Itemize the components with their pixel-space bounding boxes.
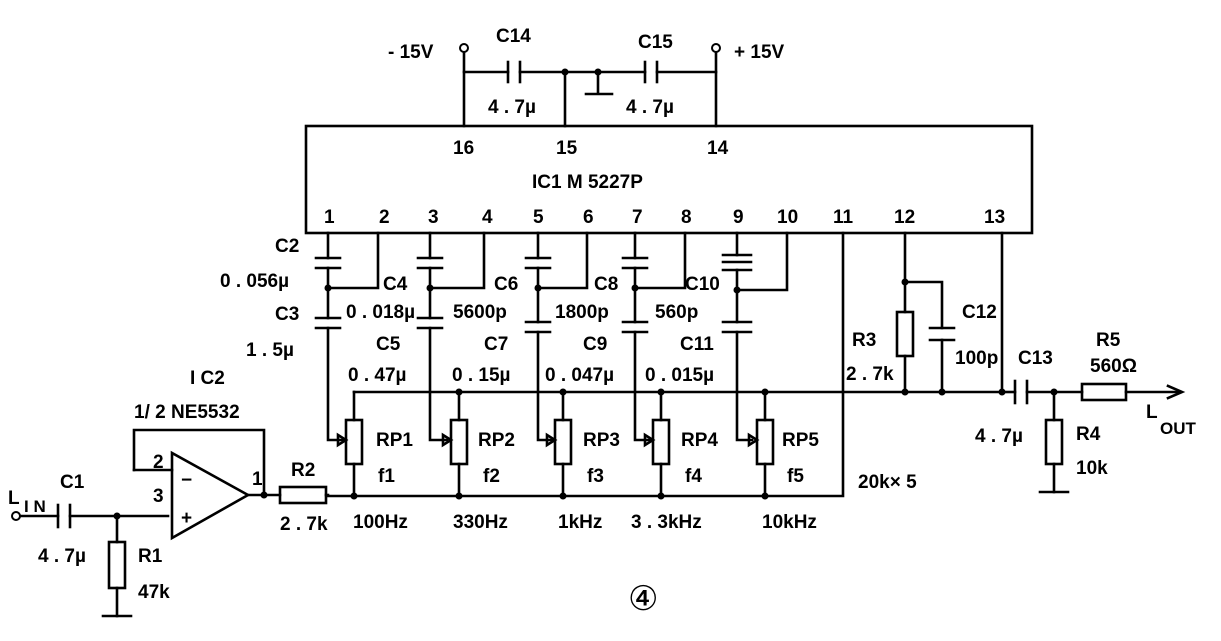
c7-name: C7 bbox=[484, 334, 508, 355]
c5-value: 0 . 47µ bbox=[348, 365, 406, 386]
rp5-name: RP5 bbox=[782, 430, 819, 451]
ic1-pin-2: 2 bbox=[379, 207, 390, 228]
neg-supply-terminal bbox=[459, 43, 469, 53]
rp2-freq: 330Hz bbox=[453, 512, 508, 533]
ic1-pin-16: 16 bbox=[453, 138, 474, 159]
terminals bbox=[11, 43, 721, 521]
rp2-f: f2 bbox=[483, 466, 500, 487]
components bbox=[56, 60, 1128, 590]
r4-value: 10k bbox=[1076, 458, 1108, 479]
r4-name: R4 bbox=[1076, 424, 1101, 445]
rp1-name: RP1 bbox=[376, 430, 413, 451]
ic1-pin-3: 3 bbox=[428, 207, 439, 228]
rp3-f: f3 bbox=[587, 466, 604, 487]
c2-name: C2 bbox=[275, 236, 299, 257]
c3-name: C3 bbox=[275, 304, 299, 325]
ic1-pin-6: 6 bbox=[583, 207, 594, 228]
rp5-freq: 10kHz bbox=[762, 512, 817, 533]
c15-name: C15 bbox=[638, 32, 673, 53]
c11-name: C11 bbox=[680, 334, 714, 355]
rp3-name: RP3 bbox=[583, 430, 620, 451]
c14-name: C14 bbox=[496, 26, 531, 47]
rp1-f: f1 bbox=[378, 466, 395, 487]
c1-name: C1 bbox=[60, 472, 85, 493]
c2-value: 0 . 056µ bbox=[220, 271, 289, 292]
r5-value: 560Ω bbox=[1090, 356, 1137, 377]
rp1-freq: 100Hz bbox=[353, 512, 408, 533]
neg-supply-label: - 15V bbox=[388, 42, 434, 63]
ic1-pin-15: 15 bbox=[556, 138, 578, 159]
ic2-line1: I C2 bbox=[190, 368, 225, 389]
c6-value: 5600p bbox=[453, 302, 507, 323]
ic2-pin-minus: 2 bbox=[153, 452, 164, 473]
c1-value: 4 . 7µ bbox=[38, 546, 86, 567]
junctions bbox=[113, 68, 1058, 520]
c4-value: 0 . 018µ bbox=[346, 302, 415, 323]
ic1-pin-12: 12 bbox=[894, 207, 915, 228]
r1-name: R1 bbox=[138, 546, 163, 567]
ic1-label: IC1 M 5227P bbox=[532, 172, 643, 193]
r1-value: 47k bbox=[138, 582, 170, 603]
rp5-f: f5 bbox=[787, 466, 804, 487]
ic1-pin-9: 9 bbox=[733, 207, 744, 228]
output-label: L bbox=[1146, 402, 1158, 423]
labels: - 15V + 15V C14 4 . 7µ C15 4 . 7µ 16 15 … bbox=[8, 26, 1197, 618]
r5-name: R5 bbox=[1096, 330, 1121, 351]
figure-number: ④ bbox=[628, 580, 658, 618]
ic1-pin-8: 8 bbox=[681, 207, 692, 228]
c8-value: 1800p bbox=[555, 302, 609, 323]
pos-supply-label: + 15V bbox=[734, 42, 785, 63]
r2-value: 2 . 7k bbox=[280, 514, 328, 535]
r3-value: 2 . 7k bbox=[846, 364, 894, 385]
ic1-pin-5: 5 bbox=[533, 207, 544, 228]
c13-name: C13 bbox=[1018, 348, 1053, 369]
r3-name: R3 bbox=[852, 330, 876, 351]
c11-value: 0 . 015µ bbox=[645, 365, 714, 386]
ic2-pin-plus: 3 bbox=[153, 486, 164, 507]
input-terminal bbox=[11, 511, 21, 521]
c5-name: C5 bbox=[376, 334, 401, 355]
ic1-pin-11: 11 bbox=[833, 207, 854, 228]
rp2-name: RP2 bbox=[478, 430, 515, 451]
c8-name: C8 bbox=[594, 274, 618, 295]
c14-value: 4 . 7µ bbox=[488, 97, 536, 118]
ic2-minus-sign: − bbox=[181, 470, 192, 491]
rp4-freq: 3 . 3kHz bbox=[631, 512, 702, 533]
rp4-f: f4 bbox=[685, 466, 702, 487]
input-label: L bbox=[8, 488, 20, 509]
ic1-pin-10: 10 bbox=[777, 207, 798, 228]
c9-value: 0 . 047µ bbox=[545, 365, 614, 386]
c4-name: C4 bbox=[383, 274, 408, 295]
c9-name: C9 bbox=[583, 334, 607, 355]
c6-name: C6 bbox=[494, 274, 518, 295]
r2-name: R2 bbox=[291, 460, 315, 481]
input-label-sub: I N bbox=[24, 497, 46, 516]
c15-value: 4 . 7µ bbox=[626, 97, 674, 118]
c13-value: 4 . 7µ bbox=[975, 426, 1023, 447]
ic2-line2: 1/ 2 NE5532 bbox=[134, 402, 240, 423]
ic1-pin-1: 1 bbox=[324, 207, 335, 228]
ic2-pin-out: 1 bbox=[252, 469, 263, 490]
c3-value: 1 . 5µ bbox=[246, 340, 294, 361]
ic1-body bbox=[304, 124, 1034, 235]
rp3-freq: 1kHz bbox=[558, 512, 602, 533]
ic1-pin-7: 7 bbox=[632, 207, 643, 228]
c12-name: C12 bbox=[962, 302, 997, 323]
rp4-name: RP4 bbox=[681, 430, 718, 451]
pot-note: 20k× 5 bbox=[858, 472, 917, 493]
ic1-pin-14: 14 bbox=[707, 138, 729, 159]
output-label-sub: OUT bbox=[1160, 419, 1197, 438]
c10-value: 560p bbox=[655, 302, 698, 323]
ic1-pin-4: 4 bbox=[482, 207, 493, 228]
ic2-plus-sign: + bbox=[181, 508, 192, 529]
c7-value: 0 . 15µ bbox=[452, 365, 510, 386]
ic1-pin-13: 13 bbox=[984, 207, 1005, 228]
wires bbox=[18, 50, 1186, 618]
pos-supply-terminal bbox=[711, 43, 721, 53]
c12-value: 100p bbox=[955, 348, 998, 369]
c10-name: C10 bbox=[685, 274, 720, 295]
